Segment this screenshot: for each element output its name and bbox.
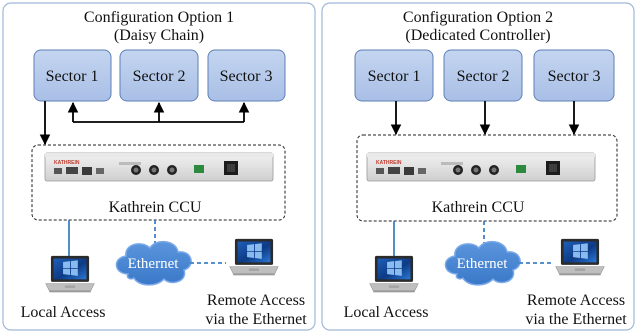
panel-subtitle: (Daisy Chain) — [114, 27, 204, 44]
ccu-device-icon — [44, 152, 274, 182]
remote-access-label-line2: via the Ethernet — [525, 311, 627, 328]
panel-frame — [2, 2, 316, 331]
panel-frame — [321, 2, 635, 331]
sector-box-2: Sector 2 — [119, 49, 199, 102]
sector-label: Sector 2 — [133, 68, 186, 85]
sector-label: Sector 3 — [220, 68, 273, 85]
sector-box-3: Sector 3 — [533, 49, 615, 102]
sector-box-1: Sector 1 — [354, 49, 434, 102]
ccu-label: Kathrein CCU — [432, 199, 525, 216]
ccu-group: Kathrein CCU — [31, 144, 286, 221]
ccu-label: Kathrein CCU — [109, 199, 202, 216]
sector-box-1: Sector 1 — [33, 49, 112, 102]
cloud-icon: Ethernet — [115, 240, 192, 286]
local-access-label: Local Access — [21, 304, 106, 321]
ethernet-label: Ethernet — [128, 256, 180, 272]
panel-subtitle: (Dedicated Controller) — [405, 27, 550, 44]
sector-label: Sector 2 — [457, 68, 510, 85]
panel-option-1: Configuration Option 1 (Daisy Chain) Sec… — [2, 2, 316, 331]
dedicated-links — [390, 101, 580, 136]
local-access-label: Local Access — [344, 304, 429, 321]
remote-access-label-line2: via the Ethernet — [205, 311, 307, 328]
sector-label: Sector 1 — [368, 68, 421, 85]
laptop-icon — [45, 255, 95, 293]
remote-access-label-line1: Remote Access — [207, 292, 305, 309]
cloud-icon: Ethernet — [444, 240, 521, 286]
ccu-dashed-frame — [31, 144, 286, 221]
sector-box-2: Sector 2 — [443, 49, 523, 102]
sector-label: Sector 1 — [46, 68, 99, 85]
panel-option-2: Configuration Option 2 (Dedicated Contro… — [321, 2, 635, 331]
ccu-device-icon — [366, 152, 596, 182]
ccu-group: Kathrein CCU — [356, 134, 618, 222]
remote-access-label-line1: Remote Access — [527, 292, 625, 309]
laptop-icon — [369, 255, 419, 293]
panel-title: Configuration Option 2 — [403, 9, 553, 26]
laptop-icon — [229, 238, 279, 276]
laptop-icon — [555, 238, 605, 276]
sector-box-3: Sector 3 — [207, 49, 286, 102]
ethernet-label: Ethernet — [457, 256, 509, 272]
daisy-chain-links — [39, 101, 250, 146]
sector-label: Sector 3 — [548, 68, 601, 85]
panel-title: Configuration Option 1 — [84, 9, 234, 26]
